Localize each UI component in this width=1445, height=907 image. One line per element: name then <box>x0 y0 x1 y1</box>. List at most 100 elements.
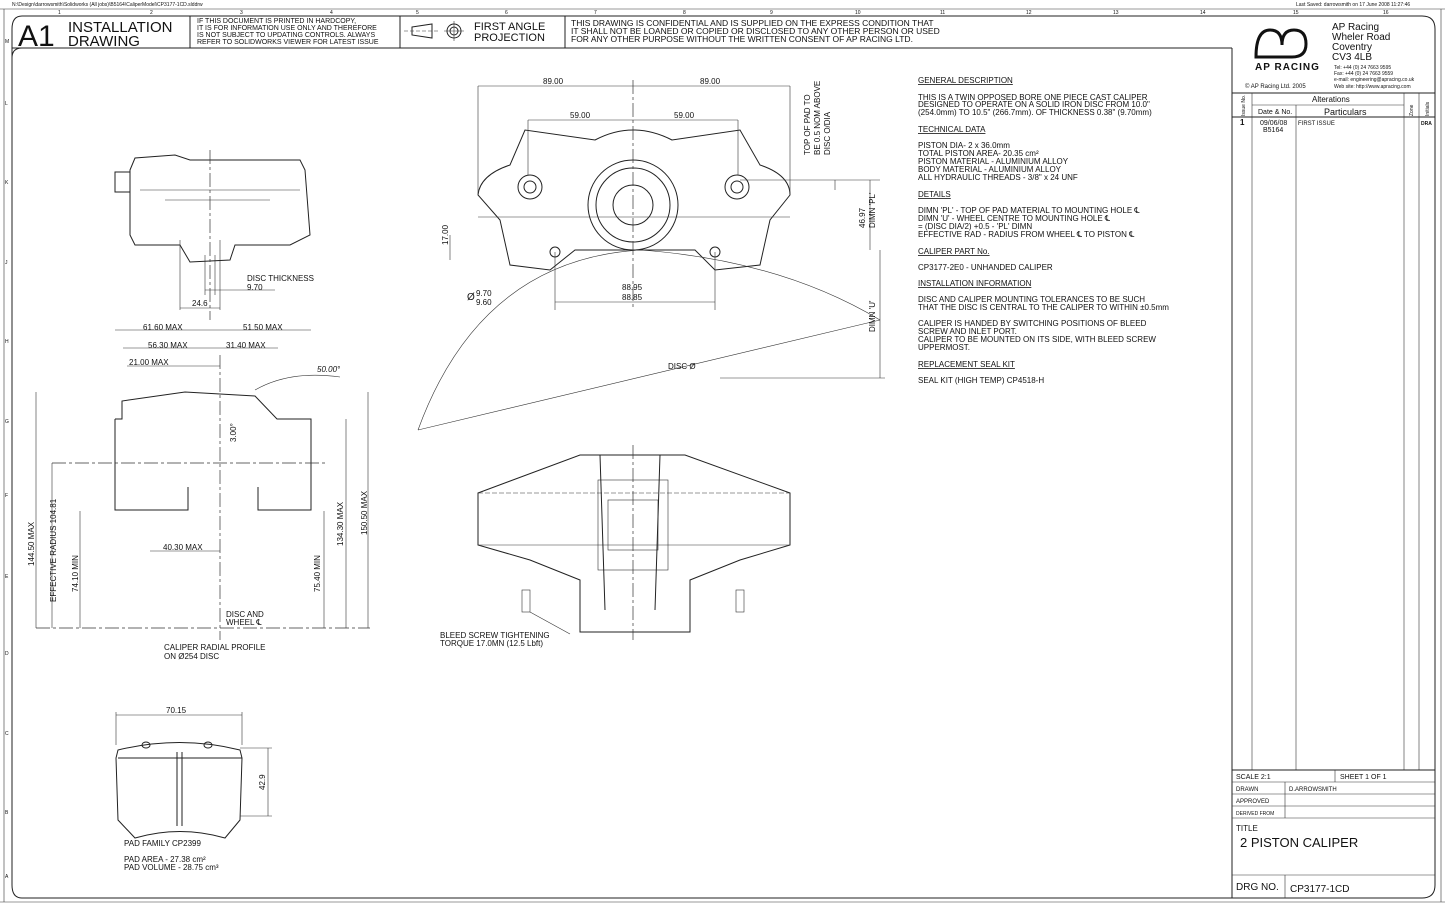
drawing-title: 2 PISTON CALIPER <box>1240 835 1358 850</box>
svg-text:DRAWN: DRAWN <box>1236 787 1258 793</box>
svg-text:14: 14 <box>1200 10 1206 16</box>
svg-text:DIMN 'U': DIMN 'U' <box>868 300 877 332</box>
dim-value: 31.40 MAX <box>226 341 266 350</box>
svg-text:BE 0.5 NOM ABOVE: BE 0.5 NOM ABOVE <box>813 81 822 155</box>
bleed-screw-note: BLEED SCREW TIGHTENING <box>440 631 550 640</box>
svg-text:WHEEL ℄: WHEEL ℄ <box>226 618 262 627</box>
svg-text:G: G <box>5 419 9 425</box>
svg-text:= (DISC DIA/2) +0.5 - 'PL' DIM: = (DISC DIA/2) +0.5 - 'PL' DIMN <box>918 222 1032 231</box>
svg-text:1: 1 <box>1240 118 1245 127</box>
svg-text:DRA: DRA <box>1421 121 1432 127</box>
svg-text:11: 11 <box>940 10 945 16</box>
svg-text:Alterations: Alterations <box>1312 95 1350 104</box>
svg-text:CALIPER PART No.: CALIPER PART No. <box>918 247 990 256</box>
dim-value: 24.6 <box>192 299 208 308</box>
dim-label: DISC THICKNESS <box>247 274 314 283</box>
svg-text:15: 15 <box>1293 10 1299 16</box>
svg-text:M: M <box>5 39 9 45</box>
svg-text:CP3177-2E0 - UNHANDED CALIPER: CP3177-2E0 - UNHANDED CALIPER <box>918 263 1053 272</box>
dim-value: 70.15 <box>166 706 187 715</box>
dim-value: 59.00 <box>674 111 695 120</box>
svg-text:K: K <box>5 180 9 186</box>
svg-text:REPLACEMENT SEAL KIT: REPLACEMENT SEAL KIT <box>918 360 1015 369</box>
svg-text:EFFECTIVE RADIUS 104.81: EFFECTIVE RADIUS 104.81 <box>49 498 58 602</box>
svg-text:BODY MATERIAL - ALUMINIUM ALL: BODY MATERIAL - ALUMINIUM ALLOY <box>918 165 1062 174</box>
svg-text:DRG NO.: DRG NO. <box>1236 882 1279 893</box>
svg-text:SCALE 2:1: SCALE 2:1 <box>1236 774 1271 781</box>
sheet-border <box>0 8 1445 903</box>
svg-text:THAT THE DISC IS CENTRAL TO TH: THAT THE DISC IS CENTRAL TO THE CALIPER … <box>918 303 1169 312</box>
title-block: SCALE 2:1 SHEET 1 OF 1 DRAWN D.ARROWSMIT… <box>1232 769 1435 898</box>
svg-text:Particulars: Particulars <box>1324 107 1367 117</box>
hardcopy-notice: IF THIS DOCUMENT IS PRINTED IN HARDCOPY,… <box>197 18 379 46</box>
svg-text:FIRST ISSUE: FIRST ISSUE <box>1298 121 1335 127</box>
svg-text:APPROVED: APPROVED <box>1236 799 1270 805</box>
dim-value: 89.00 <box>700 77 721 86</box>
svg-text:DISC AND CALIPER MOUNTING TOLE: DISC AND CALIPER MOUNTING TOLERANCES TO … <box>918 295 1145 304</box>
svg-text:134.30 MAX: 134.30 MAX <box>336 501 345 546</box>
svg-text:UPPERMOST.: UPPERMOST. <box>918 343 970 352</box>
projection-line2: PROJECTION <box>474 32 545 44</box>
svg-text:TORQUE 17.0MN (12.5 Lbft): TORQUE 17.0MN (12.5 Lbft) <box>440 639 543 648</box>
sheet-size: A1 <box>18 20 55 53</box>
svg-text:IT IS FOR INFORMATION USE ONLY: IT IS FOR INFORMATION USE ONLY AND THERE… <box>197 25 377 32</box>
svg-text:SEAL KIT (HIGH TEMP) CP4518-H: SEAL KIT (HIGH TEMP) CP4518-H <box>918 376 1044 385</box>
company-contacts: Tel: +44 (0) 24 7663 9595 Fax: +44 (0) 2… <box>1334 65 1415 90</box>
svg-text:FOR ANY OTHER PURPOSE WITHOUT: FOR ANY OTHER PURPOSE WITHOUT THE WRITTE… <box>571 34 913 44</box>
svg-text:9.70: 9.70 <box>476 289 492 298</box>
svg-text:CALIPER TO BE MOUNTED ON ITS S: CALIPER TO BE MOUNTED ON ITS SIDE, WITH … <box>918 335 1156 344</box>
drawing-number: CP3177-1CD <box>1290 884 1349 895</box>
dim-value: 59.00 <box>570 111 591 120</box>
caliper-radial-profile <box>35 329 370 640</box>
svg-text:3.00°: 3.00° <box>229 423 238 442</box>
brake-pad-view <box>115 712 272 839</box>
svg-text:8: 8 <box>683 10 686 16</box>
svg-text:EFFECTIVE RAD - RADIUS FROM WH: EFFECTIVE RAD - RADIUS FROM WHEEL ℄ TO P… <box>918 230 1135 239</box>
dim-value: 21.00 MAX <box>129 358 169 367</box>
svg-text:Fax: +44 (0) 24 7663 9559: Fax: +44 (0) 24 7663 9559 <box>1334 71 1393 77</box>
svg-text:B5164: B5164 <box>1263 127 1283 134</box>
svg-text:D.ARROWSMITH: D.ARROWSMITH <box>1289 787 1337 793</box>
svg-text:SHEET 1 OF 1: SHEET 1 OF 1 <box>1340 774 1387 781</box>
svg-text:4: 4 <box>330 10 333 16</box>
svg-text:REFER TO SOLIDWORKS VIEWER FOR: REFER TO SOLIDWORKS VIEWER FOR LATEST IS… <box>197 39 379 46</box>
svg-text:12: 12 <box>1026 10 1032 16</box>
svg-text:09/06/08: 09/06/08 <box>1260 120 1287 127</box>
alterations-table: Alterations Date & No. Particulars Issue… <box>1232 92 1435 770</box>
caliper-top-view <box>477 445 791 640</box>
svg-text:50.00°: 50.00° <box>317 365 341 374</box>
svg-text:Date & No.: Date & No. <box>1258 109 1292 116</box>
svg-text:DIMN 'PL' - TOP OF PAD MATERI: DIMN 'PL' - TOP OF PAD MATERIAL TO MOUNT… <box>918 206 1140 215</box>
projection-line1: FIRST ANGLE <box>474 21 545 33</box>
pad-family: PAD FAMILY CP2399 <box>124 839 201 848</box>
svg-text:A: A <box>5 874 9 880</box>
svg-text:2: 2 <box>150 10 153 16</box>
first-angle-projection-icon <box>404 21 464 41</box>
svg-text:DISC O/DIA: DISC O/DIA <box>823 111 832 155</box>
svg-text:3: 3 <box>240 10 243 16</box>
svg-text:THIS IS A TWIN OPPOSED BORE ON: THIS IS A TWIN OPPOSED BORE ONE PIECE CA… <box>918 93 1148 102</box>
svg-text:E: E <box>5 574 9 580</box>
company-address-line: Wheler Road <box>1332 32 1390 43</box>
svg-text:88.95: 88.95 <box>622 283 643 292</box>
top-of-pad-note: TOP OF PAD TO <box>803 94 812 155</box>
company-address-line: Coventry <box>1332 42 1372 53</box>
svg-text:DIMN 'U' - WHEEL CENTRE TO: DIMN 'U' - WHEEL CENTRE TO MOUNTING HOLE… <box>918 214 1111 223</box>
svg-text:7: 7 <box>594 10 597 16</box>
svg-text:144.50 MAX: 144.50 MAX <box>27 521 36 566</box>
company-name: AP Racing <box>1332 22 1379 33</box>
svg-text:e-mail: engineering@apracing.c: e-mail: engineering@apracing.co.uk <box>1334 77 1415 83</box>
dim-value: 17.00 <box>441 224 450 245</box>
svg-text:DIMN 'PL': DIMN 'PL' <box>868 192 877 228</box>
dim-value: 61.60 MAX <box>143 323 183 332</box>
svg-text:Initials: Initials <box>1425 101 1431 116</box>
svg-text:150.50 MAX: 150.50 MAX <box>360 490 369 535</box>
svg-text:TITLE: TITLE <box>1236 824 1258 833</box>
svg-text:J: J <box>5 260 8 266</box>
svg-text:40.30 MAX: 40.30 MAX <box>163 543 203 552</box>
svg-text:Tel: +44 (0) 24 7663 9595: Tel: +44 (0) 24 7663 9595 <box>1334 65 1391 71</box>
svg-text:75.40 MIN: 75.40 MIN <box>313 555 322 592</box>
svg-text:IS NOT SUBJECT TO UPDATING CON: IS NOT SUBJECT TO UPDATING CONTROLS. ALW… <box>197 32 375 39</box>
svg-text:Ø: Ø <box>467 292 475 303</box>
